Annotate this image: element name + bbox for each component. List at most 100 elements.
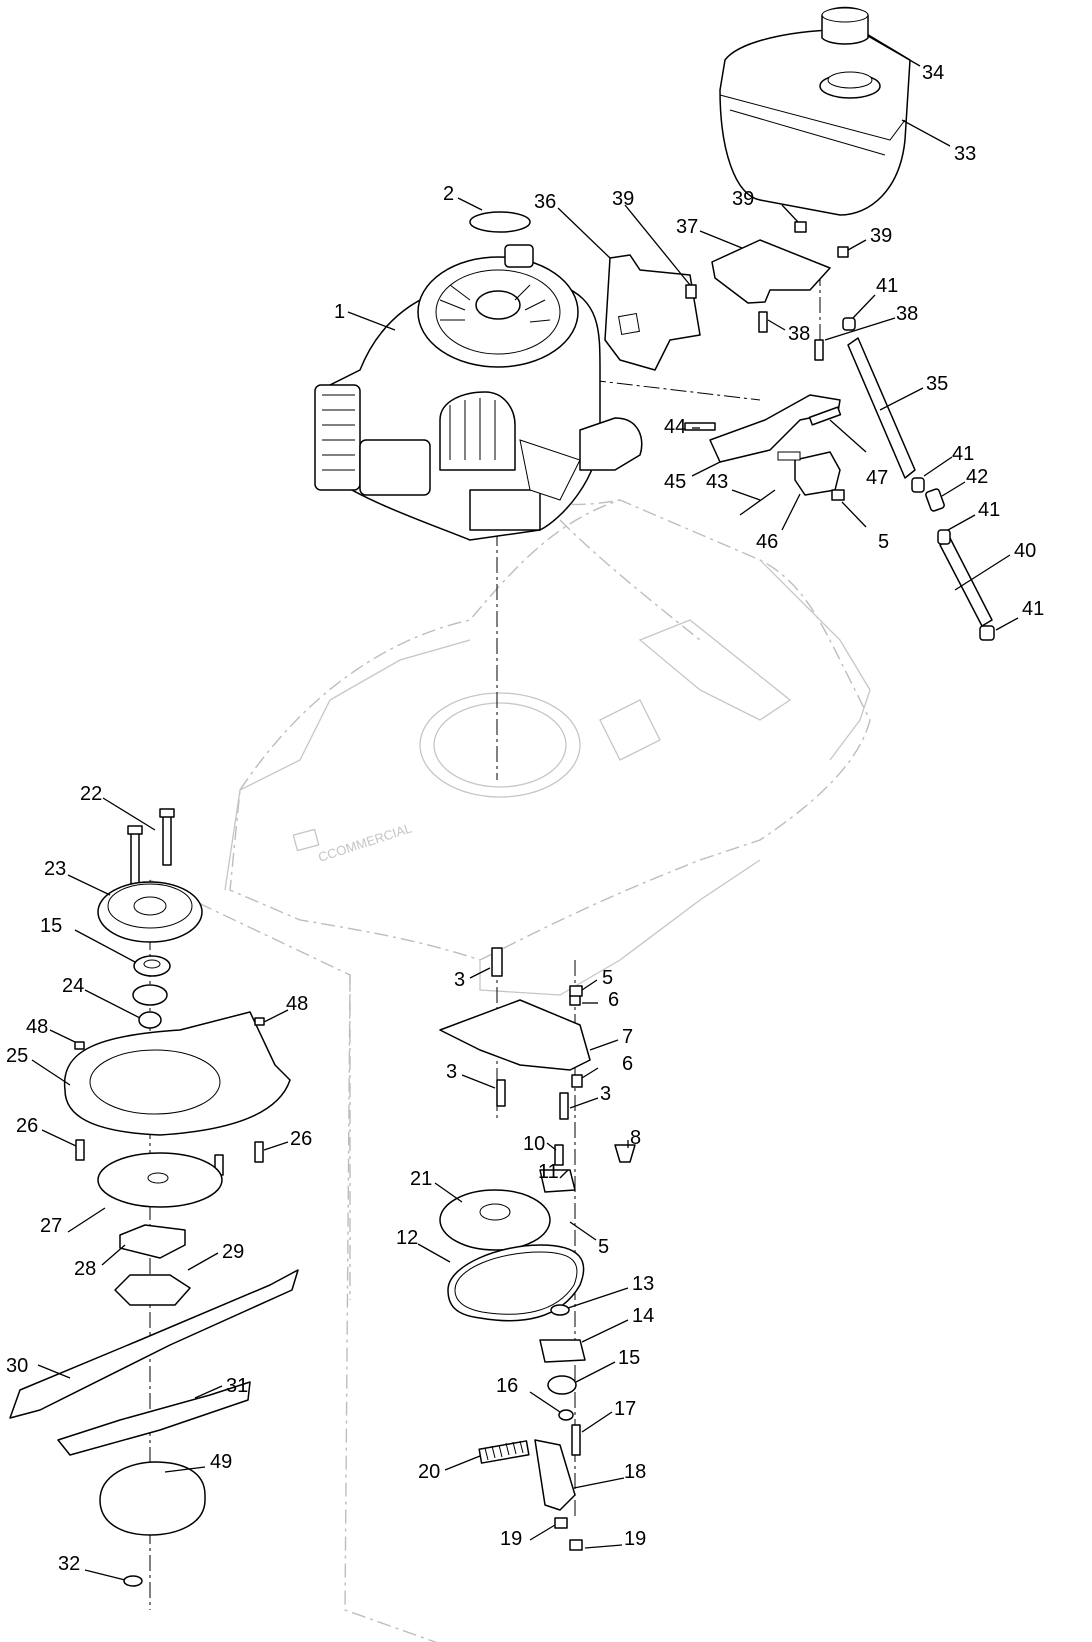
part-37-bracket	[711, 239, 831, 304]
callout-label: 19	[500, 1528, 522, 1550]
callout-label: 3	[454, 969, 465, 991]
part-5-nut	[569, 985, 583, 997]
callout-label: 6	[622, 1053, 633, 1075]
callout-label: 10	[523, 1133, 545, 1155]
callout-label: 39	[612, 188, 634, 210]
callout-label: 14	[632, 1305, 654, 1327]
callout-label: 39	[732, 188, 754, 210]
part-34-cap	[821, 6, 869, 45]
callout-label: 46	[756, 531, 778, 553]
callout-label: 48	[26, 1016, 48, 1038]
part-25-guard	[63, 1011, 291, 1136]
part-21-pulley	[439, 1189, 551, 1251]
part-19-nut-a	[554, 1517, 568, 1529]
callout-label: 38	[896, 303, 918, 325]
part-41-42-fittings	[842, 317, 995, 641]
part-15-bearing	[133, 955, 171, 977]
deck-brand-text: CCOMMERCIAL	[316, 820, 413, 864]
part-44-screw	[684, 422, 716, 431]
part-23-pulley	[97, 881, 203, 943]
part-40-rod	[939, 537, 993, 627]
part-28-plate	[119, 1224, 186, 1259]
part-19-nut-b	[569, 1539, 583, 1551]
part-33-fuel-tank	[719, 29, 911, 216]
part-46-block	[777, 451, 841, 496]
part-17-bolt	[571, 1424, 581, 1456]
callout-label: 45	[664, 471, 686, 493]
part-3-bolts	[496, 1079, 569, 1120]
callout-label: 19	[624, 1528, 646, 1550]
callout-label: 6	[608, 989, 619, 1011]
callout-label: 42	[966, 466, 988, 488]
callout-label: 26	[16, 1115, 38, 1137]
part-29-plate	[114, 1274, 191, 1306]
callout-label: 2	[443, 183, 454, 205]
callout-label: 5	[598, 1236, 609, 1258]
part-27-disk	[97, 1152, 223, 1208]
callout-label: 18	[624, 1461, 646, 1483]
callout-label: 29	[222, 1241, 244, 1263]
part-16-nut	[558, 1409, 574, 1421]
callout-label: 21	[410, 1168, 432, 1190]
callout-label: 34	[922, 62, 944, 84]
part-10-bolt	[554, 1144, 564, 1166]
callout-label: 17	[614, 1398, 636, 1420]
callout-label: 13	[632, 1273, 654, 1295]
part-2-cap	[469, 211, 531, 233]
part-14-pulley	[539, 1339, 586, 1363]
callout-label: 24	[62, 975, 84, 997]
callout-label: 23	[44, 858, 66, 880]
part-47-part	[808, 406, 842, 426]
part-13-washer	[550, 1304, 570, 1316]
callout-label: 27	[40, 1215, 62, 1237]
callout-label: 30	[6, 1355, 28, 1377]
part-22-bolts	[127, 808, 175, 885]
callout-label: 12	[396, 1227, 418, 1249]
part-7-plate	[439, 999, 591, 1071]
callout-label: 5	[878, 531, 889, 553]
part-38-bolts	[758, 311, 824, 361]
callouts: 1 2 3 3 3 5 5 5 6 6 7 8 10 11 12 13 14	[6, 35, 1044, 1581]
part-43-wire	[739, 489, 776, 516]
callout-label: 40	[1014, 540, 1036, 562]
callout-label: 41	[952, 443, 974, 465]
callout-label: 22	[80, 783, 102, 805]
callout-label: 3	[446, 1061, 457, 1083]
callout-label: 8	[630, 1127, 641, 1149]
callout-label: 28	[74, 1258, 96, 1280]
callout-label: 41	[1022, 598, 1044, 620]
part-45-bracket	[709, 394, 841, 463]
part-26-bolts	[75, 1139, 264, 1176]
part-24-bearing	[132, 984, 168, 1029]
callout-label: 3	[600, 1083, 611, 1105]
callout-label: 48	[286, 993, 308, 1015]
callout-label: 49	[210, 1451, 232, 1473]
callout-label: 33	[954, 143, 976, 165]
part-6-spacers	[569, 994, 583, 1088]
callout-label: 41	[978, 499, 1000, 521]
callout-label: 5	[602, 967, 613, 989]
callout-label: 37	[676, 216, 698, 238]
callout-label: 38	[788, 323, 810, 345]
part-20-spring	[478, 1440, 530, 1464]
part-12-belt	[447, 1244, 585, 1322]
callout-label: 15	[40, 915, 62, 937]
part-36-bracket	[604, 254, 701, 371]
callout-label: 35	[926, 373, 948, 395]
callout-label: 32	[58, 1553, 80, 1575]
callout-label: 1	[334, 301, 345, 323]
engine	[314, 244, 643, 541]
callout-label: 15	[618, 1347, 640, 1369]
callout-label: 20	[418, 1461, 440, 1483]
part-3-bolt-top	[491, 947, 503, 977]
callout-label: 7	[622, 1026, 633, 1048]
callout-label: 26	[290, 1128, 312, 1150]
part-35-rod	[847, 337, 916, 479]
part-30-blade	[9, 1269, 299, 1419]
part-32-nut	[123, 1575, 143, 1587]
part-15-bearing-right	[547, 1375, 577, 1395]
part-31-blade	[57, 1381, 251, 1456]
callout-label: 36	[534, 191, 556, 213]
callout-label: 11	[538, 1161, 559, 1183]
